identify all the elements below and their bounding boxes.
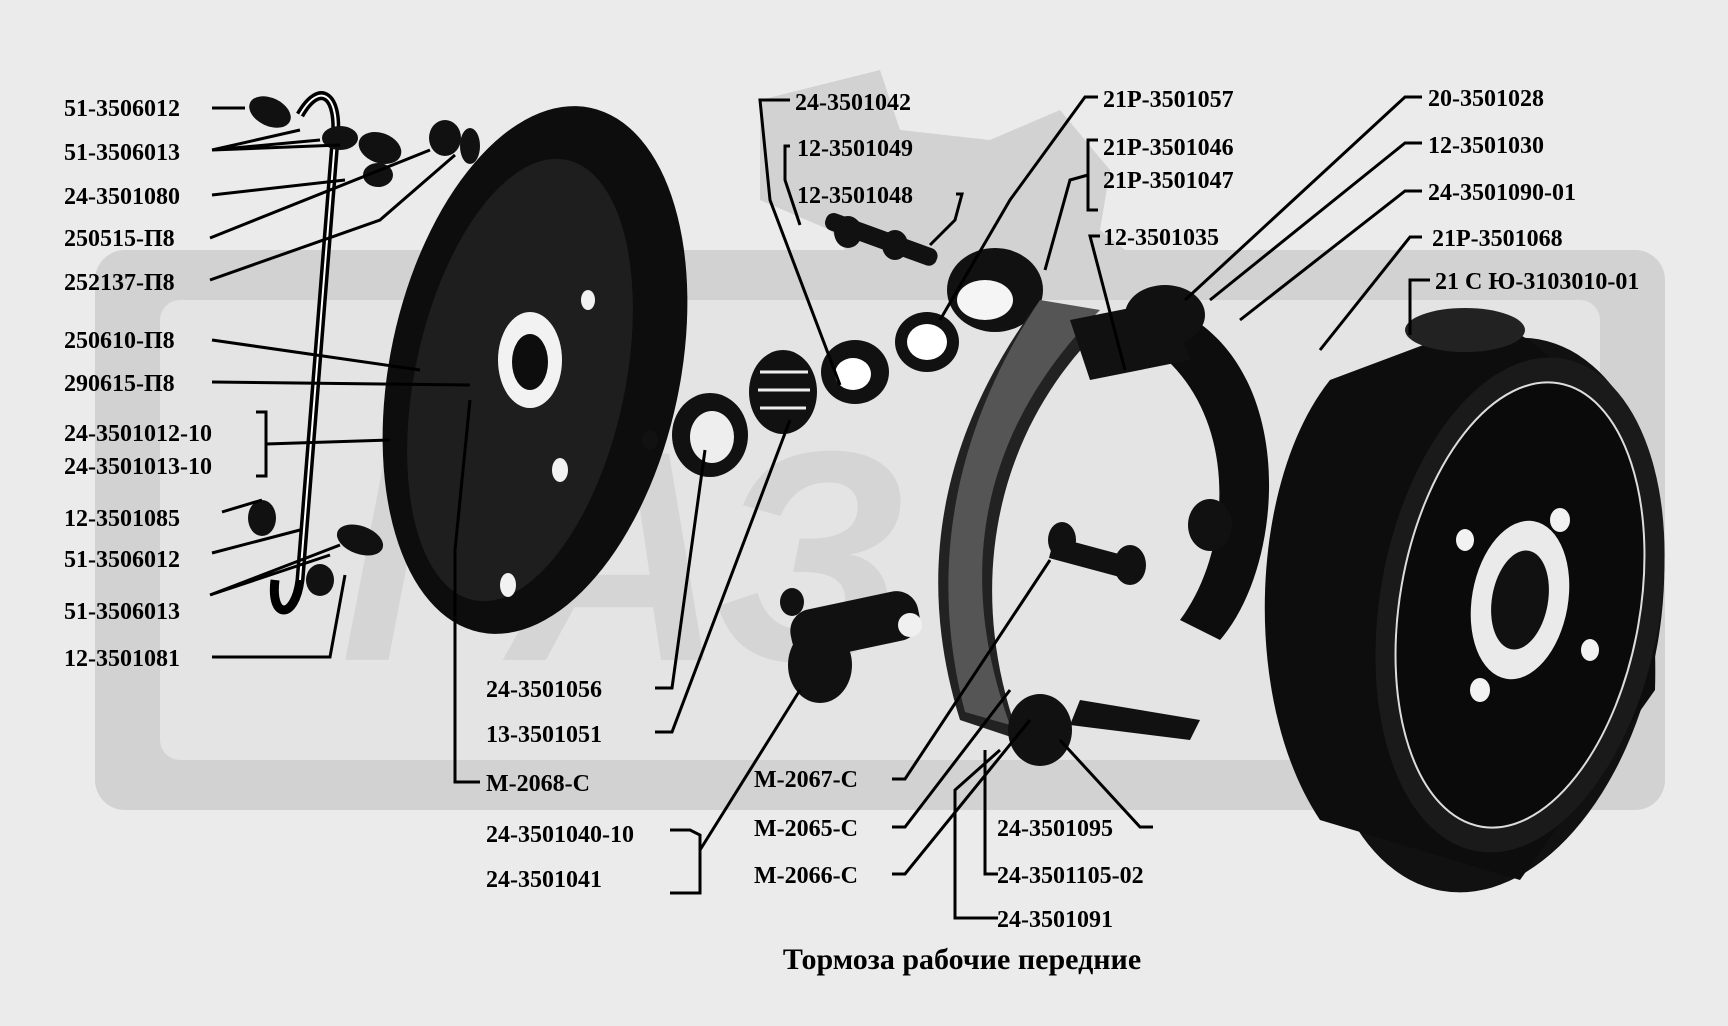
label-21r-3501046: 21Р-3501046 bbox=[1103, 135, 1234, 161]
label-m-2065-s: М-2065-С bbox=[754, 816, 858, 842]
label-12-3501048: 12-3501048 bbox=[797, 183, 913, 209]
label-m-2066-s: М-2066-С bbox=[754, 863, 858, 889]
label-252137-p8: 252137-П8 bbox=[64, 270, 175, 296]
label-12-3501035: 12-3501035 bbox=[1103, 225, 1219, 251]
label-21r-3501068: 21Р-3501068 bbox=[1432, 226, 1563, 252]
label-51-3506013-top: 51-3506013 bbox=[64, 140, 180, 166]
label-21r-3501047: 21Р-3501047 bbox=[1103, 168, 1234, 194]
label-12-3501081: 12-3501081 bbox=[64, 646, 180, 672]
label-24-3501042: 24-3501042 bbox=[795, 90, 911, 116]
label-24-3501105-02: 24-3501105-02 bbox=[997, 863, 1144, 889]
part-labels: 51-3506012 51-3506013 24-3501080 250515-… bbox=[64, 86, 1639, 933]
diagram-title: Тормоза рабочие передние bbox=[783, 943, 1141, 976]
label-51-3506013-bottom: 51-3506013 bbox=[64, 599, 180, 625]
label-m-2068-s: М-2068-С bbox=[486, 771, 590, 797]
label-24-3501013-10: 24-3501013-10 bbox=[64, 454, 212, 480]
label-24-3501091: 24-3501091 bbox=[997, 907, 1113, 933]
label-12-3501049: 12-3501049 bbox=[797, 136, 913, 162]
label-51-3506012-top: 51-3506012 bbox=[64, 96, 180, 122]
brake-shoe bbox=[938, 285, 1270, 766]
label-12-3501085: 12-3501085 bbox=[64, 506, 180, 532]
label-24-3501040-10: 24-3501040-10 bbox=[486, 822, 634, 848]
label-21r-3501057: 21Р-3501057 bbox=[1103, 87, 1234, 113]
label-250610-p8: 250610-П8 bbox=[64, 328, 175, 354]
label-24-3501012-10: 24-3501012-10 bbox=[64, 421, 212, 447]
lower-wheel-cylinder bbox=[780, 588, 922, 703]
brake-line-tube bbox=[248, 91, 480, 615]
brake-drum bbox=[1264, 308, 1665, 893]
label-51-3506012-bottom: 51-3506012 bbox=[64, 547, 180, 573]
label-24-3501095: 24-3501095 bbox=[997, 816, 1113, 842]
label-20-3501028: 20-3501028 bbox=[1428, 86, 1544, 112]
label-m-2067-s: М-2067-С bbox=[754, 767, 858, 793]
label-12-3501030: 12-3501030 bbox=[1428, 133, 1544, 159]
leader-lines bbox=[209, 95, 1430, 920]
label-24-3501056: 24-3501056 bbox=[486, 677, 602, 703]
label-24-3501080: 24-3501080 bbox=[64, 184, 180, 210]
label-290615-p8: 290615-П8 bbox=[64, 371, 175, 397]
label-24-3501090-01: 24-3501090-01 bbox=[1428, 180, 1576, 206]
label-250515-p8: 250515-П8 bbox=[64, 226, 175, 252]
label-21-s-yu-3103010-01: 21 С Ю-3103010-01 bbox=[1435, 269, 1639, 295]
wheel-cylinder-parts bbox=[642, 213, 1043, 477]
label-13-3501051: 13-3501051 bbox=[486, 722, 602, 748]
label-24-3501041: 24-3501041 bbox=[486, 867, 602, 893]
